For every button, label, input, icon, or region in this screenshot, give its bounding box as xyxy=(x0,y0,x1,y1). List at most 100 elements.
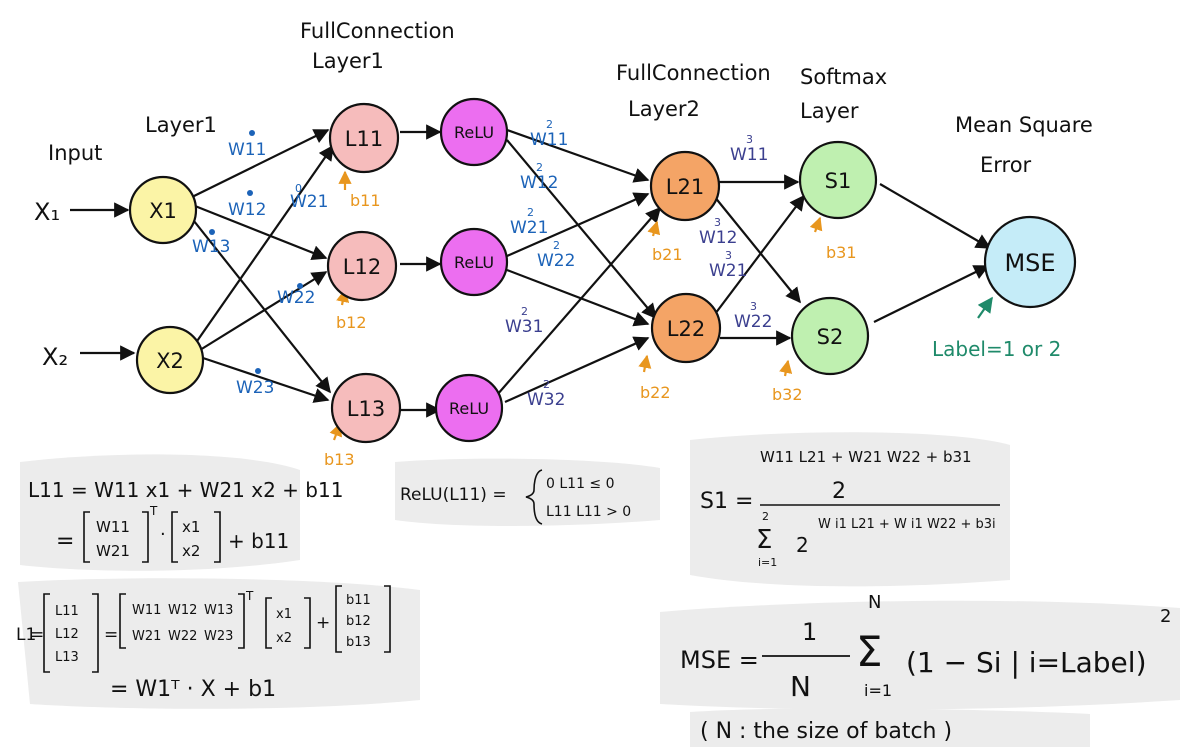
svg-text:T: T xyxy=(149,504,158,518)
svg-text:W21: W21 xyxy=(132,629,161,644)
svg-text:Σ: Σ xyxy=(856,627,883,676)
svg-text:0 L11 ≤ 0: 0 L11 ≤ 0 xyxy=(546,476,615,492)
node-s1-label: S1 xyxy=(825,169,852,193)
node-relu2 xyxy=(439,227,509,297)
svg-text:=: = xyxy=(56,529,74,554)
formula-softmax-num-exp: W11 L21 + W21 W22 + b31 xyxy=(760,448,972,466)
node-relu3 xyxy=(434,373,504,443)
svg-text:3: 3 xyxy=(714,216,721,229)
svg-text:L11: L11 xyxy=(55,604,79,619)
svg-text:=: = xyxy=(30,625,44,645)
svg-text:3: 3 xyxy=(725,249,732,262)
header-input: Input xyxy=(48,141,102,165)
node-l13-label: L13 xyxy=(347,397,385,421)
header-fc2-line2: Layer2 xyxy=(628,97,700,121)
node-l13 xyxy=(330,372,402,444)
svg-text:b12: b12 xyxy=(346,614,371,629)
svg-text:2: 2 xyxy=(546,118,553,131)
connections xyxy=(70,124,992,418)
node-x1-label: X1 xyxy=(149,199,177,223)
weight-w31-2: W31 xyxy=(505,317,543,337)
node-mse xyxy=(983,215,1077,309)
header-softmax-line1: Softmax xyxy=(800,65,887,89)
weight-superscripts: 0 2 2 2 2 2 2 3 3 3 3 xyxy=(295,118,757,391)
input-x2-label: X₂ xyxy=(42,343,68,371)
weight-w21-2: W21 xyxy=(510,218,548,238)
formula-l11: L11 = W11 x1 + W21 x2 + b11 = W11 W21 T … xyxy=(28,478,343,563)
weight-w12-2: W12 xyxy=(520,173,558,193)
node-l11 xyxy=(328,102,400,174)
svg-text:W11: W11 xyxy=(96,518,130,536)
weight-w12-1: W12 xyxy=(228,200,266,220)
weight-w11-2: W11 xyxy=(530,130,568,150)
bias-b32: b32 xyxy=(772,385,803,404)
node-l21-label: L21 xyxy=(666,175,704,199)
header-fc1-line1: FullConnection xyxy=(300,19,455,43)
node-s2 xyxy=(790,296,870,376)
svg-text:b13: b13 xyxy=(346,635,371,650)
bias-b31: b31 xyxy=(826,243,857,262)
svg-text:N: N xyxy=(868,592,881,613)
svg-text:W21: W21 xyxy=(96,542,130,560)
svg-text:2: 2 xyxy=(536,161,543,174)
svg-text:x2: x2 xyxy=(276,631,292,646)
svg-text:2: 2 xyxy=(796,533,809,557)
bias-b13: b13 xyxy=(324,450,355,469)
weight-w22-3: W22 xyxy=(734,312,772,332)
nodes xyxy=(128,97,1077,444)
bias-b21: b21 xyxy=(652,245,683,264)
label-arrow xyxy=(977,296,993,319)
svg-text:L13: L13 xyxy=(55,650,79,665)
node-s2-label: S2 xyxy=(817,325,844,349)
label-note: Label=1 or 2 xyxy=(932,337,1061,361)
node-l12 xyxy=(326,230,398,302)
svg-text:Σ: Σ xyxy=(756,525,772,555)
svg-text:=: = xyxy=(104,625,118,645)
input-x1-label: X₁ xyxy=(34,198,60,226)
weight-w13-1: W13 xyxy=(192,237,230,257)
svg-text:(1 − Si | i=Label): (1 − Si | i=Label) xyxy=(906,646,1147,679)
weight-w21-1: W21 xyxy=(290,192,328,212)
node-l12-label: L12 xyxy=(343,255,381,279)
node-relu2-label: ReLU xyxy=(454,253,494,272)
formula-softmax: S1 = W11 L21 + W21 W22 + b31 2 2 Σ i=1 2… xyxy=(700,448,1000,569)
svg-text:3: 3 xyxy=(746,133,753,146)
svg-text:b11: b11 xyxy=(346,593,371,608)
formula-softmax-den-exp: W i1 L21 + W i1 W22 + b3i xyxy=(818,517,996,532)
svg-text:0: 0 xyxy=(295,182,302,195)
svg-text:W23: W23 xyxy=(204,629,233,644)
header-layer1: Layer1 xyxy=(145,113,217,137)
svg-text:N: N xyxy=(790,670,811,703)
svg-text:+: + xyxy=(316,613,330,633)
header-fc1-line2: Layer1 xyxy=(312,49,384,73)
svg-text:x1: x1 xyxy=(276,607,292,622)
svg-text:S1 =: S1 = xyxy=(700,489,753,514)
weight-w22-1: W22 xyxy=(277,288,315,308)
weight-w11-3: W11 xyxy=(730,145,768,165)
header-mse-line1: Mean Square xyxy=(955,113,1093,137)
node-relu1 xyxy=(439,97,509,167)
header-mse-line2: Error xyxy=(980,153,1032,177)
svg-text:W13: W13 xyxy=(204,603,233,618)
svg-text:T: T xyxy=(245,589,254,603)
formula-backgrounds xyxy=(18,432,1180,747)
node-x2-label: X2 xyxy=(156,349,184,373)
formula-l11-line1: L11 = W11 x1 + W21 x2 + b11 xyxy=(28,478,343,502)
node-l22-label: L22 xyxy=(667,317,705,341)
svg-text:x1: x1 xyxy=(182,518,200,536)
header-softmax-line2: Layer xyxy=(800,99,859,123)
bias-labels: b11 b12 b13 b21 b22 b31 b32 xyxy=(324,191,857,469)
node-x1 xyxy=(128,175,198,245)
weight-w11-1: W11 xyxy=(228,140,266,160)
svg-text:W12: W12 xyxy=(168,603,197,618)
svg-text:i=1: i=1 xyxy=(864,681,892,700)
bias-arrows xyxy=(329,170,823,441)
svg-text:W22: W22 xyxy=(168,629,197,644)
svg-text:2: 2 xyxy=(543,378,550,391)
node-l11-label: L11 xyxy=(345,127,383,151)
svg-text:1: 1 xyxy=(802,618,817,646)
svg-text:2: 2 xyxy=(832,479,846,504)
svg-text:2: 2 xyxy=(521,305,528,318)
